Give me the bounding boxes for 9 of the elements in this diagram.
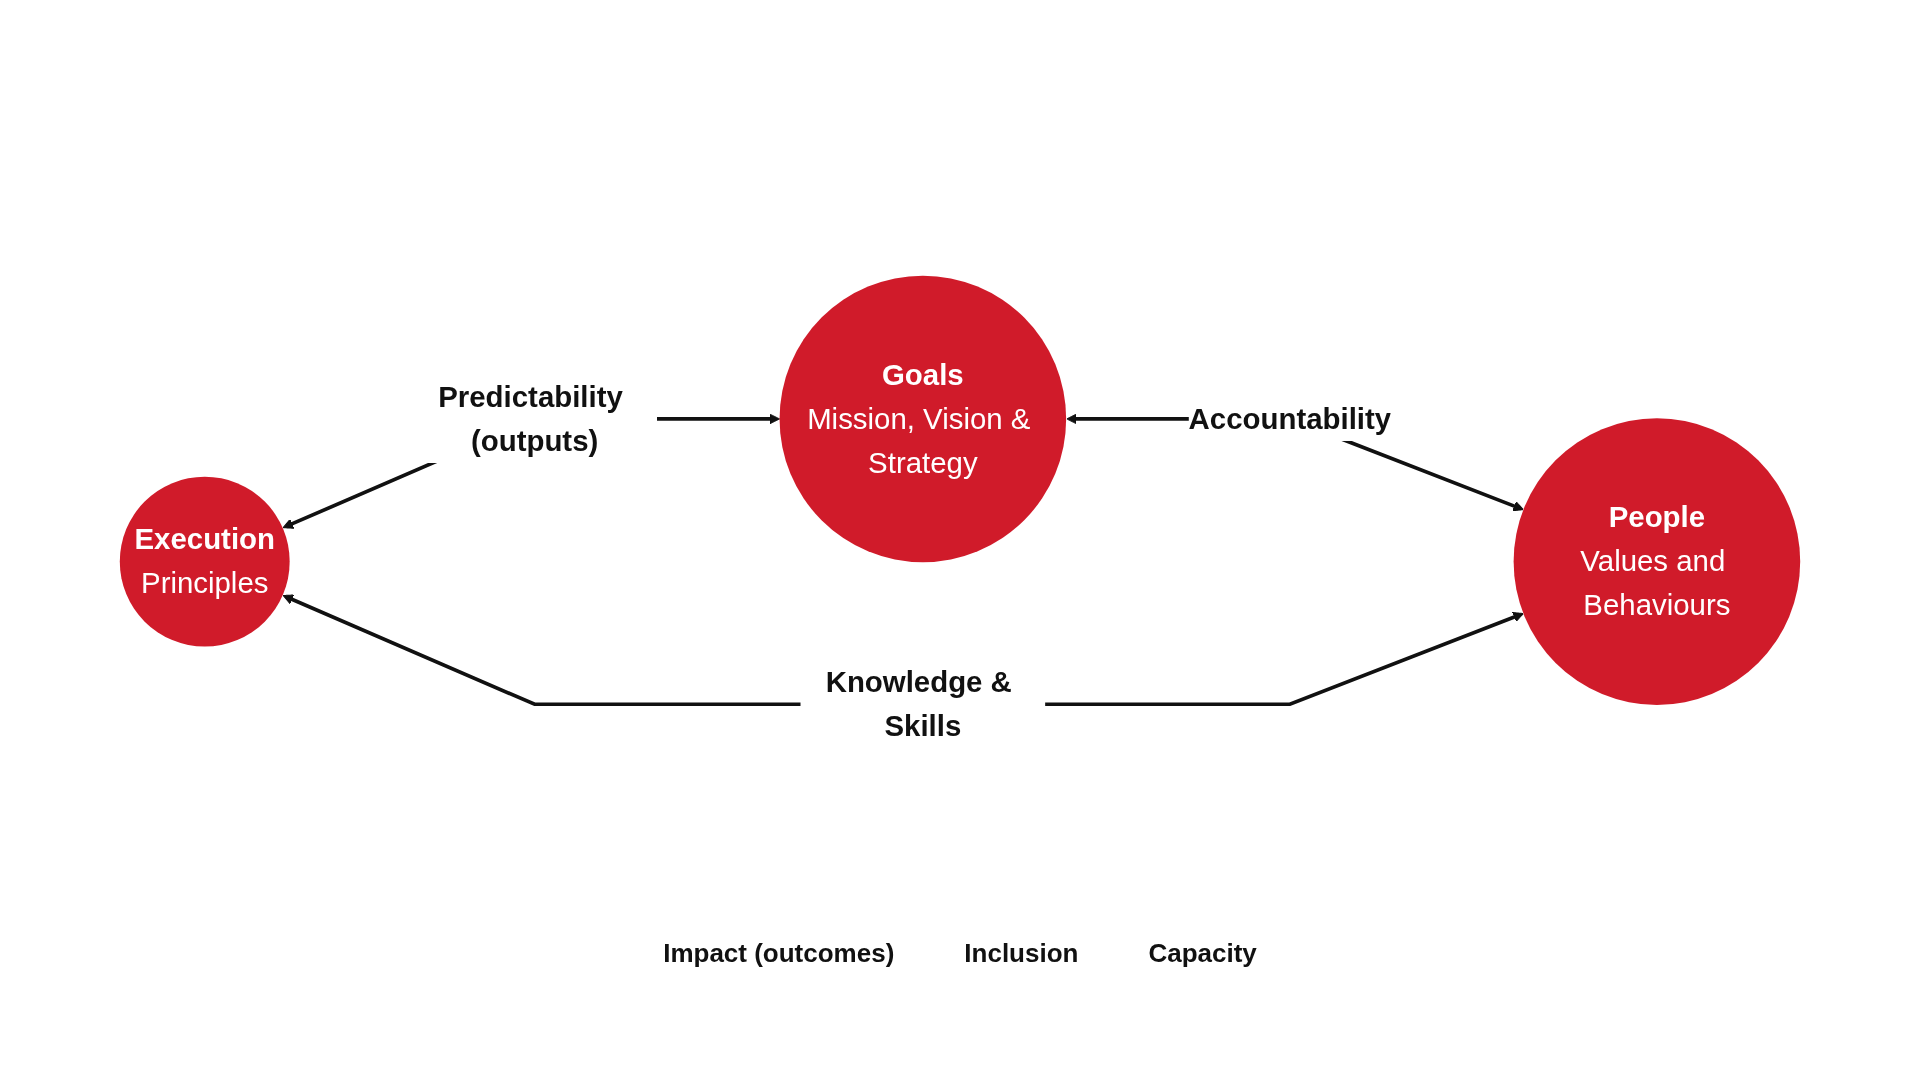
label-text: Capacity — [1148, 937, 1257, 969]
edge-label: Accountability — [1188, 401, 1392, 435]
edge-label: Knowledge & Skills — [825, 664, 1012, 742]
node-circle: Goals Mission, Vision & Strategy — [779, 275, 1067, 562]
node-circle: Execution Principles — [119, 476, 290, 647]
node-circle: People Values and Behaviours — [1513, 417, 1801, 705]
edge-label: Predictability (outputs) — [438, 379, 623, 457]
label-text: Inclusion — [964, 937, 1079, 969]
label-text: Impact (outcomes) — [663, 937, 895, 969]
